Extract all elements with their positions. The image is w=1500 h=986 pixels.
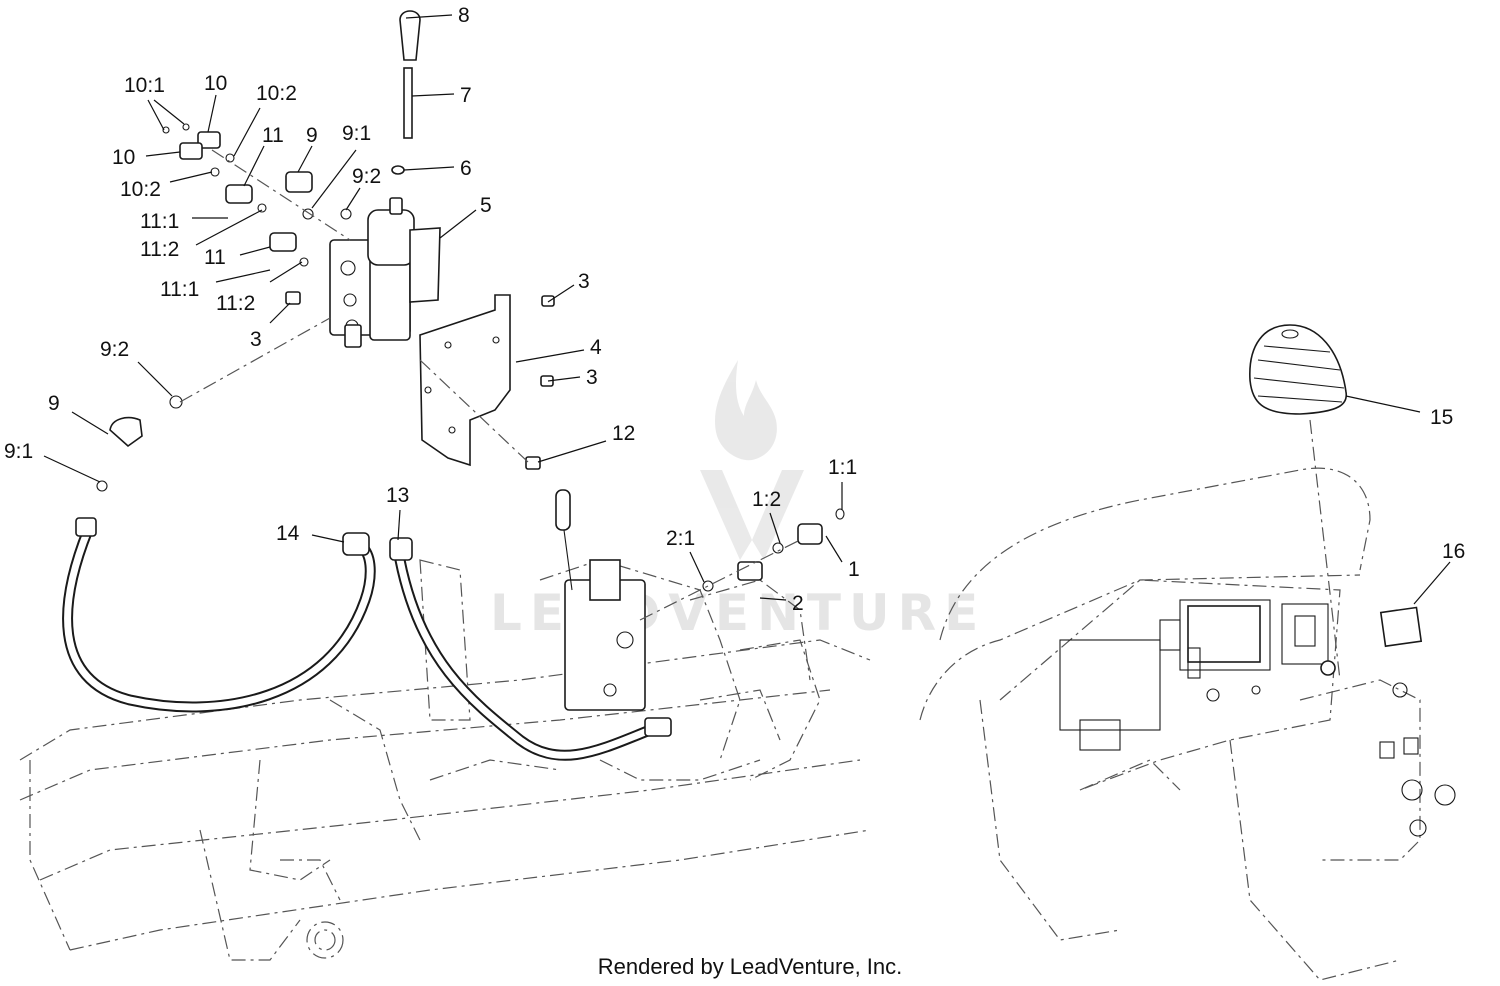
- fitting-14: [342, 532, 370, 556]
- callout-10-a: 10: [204, 72, 227, 95]
- callout-1-1: 1:1: [828, 456, 857, 479]
- alignment-lines: [179, 149, 1341, 681]
- callout-11-1-a: 11:1: [140, 210, 179, 233]
- chassis-frame: [19, 559, 871, 961]
- callout-10-b: 10: [112, 146, 135, 169]
- callout-9-a: 9: [306, 124, 318, 147]
- callout-6: 6: [460, 157, 472, 180]
- control-valve: [329, 197, 415, 348]
- valve-bracket: [409, 227, 441, 303]
- callout-13: 13: [386, 484, 409, 507]
- callout-9-b: 9: [48, 392, 60, 415]
- callout-11-a: 11: [262, 124, 284, 147]
- callout-5: 5: [480, 194, 492, 217]
- callout-15: 15: [1430, 406, 1453, 429]
- lower-valve-assembly: [555, 489, 646, 711]
- callout-2-1: 2:1: [666, 527, 695, 550]
- callout-10-2-b: 10:2: [120, 178, 161, 201]
- callout-11-b: 11: [204, 246, 226, 269]
- rendered-by-footer: Rendered by LeadVenture, Inc.: [598, 954, 903, 979]
- fittings: [96, 123, 845, 592]
- callout-12: 12: [612, 422, 635, 445]
- leader-lines: [43, 14, 1451, 605]
- callout-10-1: 10:1: [124, 74, 165, 97]
- callout-3-c: 3: [250, 328, 262, 351]
- callout-11-2-a: 11:2: [140, 238, 179, 261]
- mount-bracket: [419, 294, 511, 467]
- callout-4: 4: [590, 336, 602, 359]
- dash-console: [919, 467, 1456, 981]
- callout-labels: 8 7 6 5 3 4 3 12 3 10:1 10 10:2 10 10:2 …: [4, 4, 1465, 615]
- callout-3-b: 3: [586, 366, 598, 389]
- hose-short: [389, 537, 672, 761]
- joystick-boot: [1249, 324, 1348, 415]
- callout-11-1-b: 11:1: [160, 278, 199, 301]
- watermark-logo-icon: [700, 360, 804, 560]
- callout-1: 1: [848, 558, 860, 581]
- callout-11-2-b: 11:2: [216, 292, 255, 315]
- callout-3-a: 3: [578, 270, 590, 293]
- callout-8: 8: [458, 4, 470, 27]
- callout-9-1-a: 9:1: [342, 122, 371, 145]
- control-lever: [391, 10, 421, 175]
- callout-10-2-a: 10:2: [256, 82, 297, 105]
- callout-2: 2: [792, 592, 804, 615]
- callout-9-1-b: 9:1: [4, 440, 33, 463]
- callout-9-2-a: 9:2: [352, 165, 381, 188]
- callout-9-2-b: 9:2: [100, 338, 129, 361]
- callout-14: 14: [276, 522, 300, 545]
- callout-16: 16: [1442, 540, 1465, 563]
- hose-long: [62, 517, 376, 713]
- callout-7: 7: [460, 84, 472, 107]
- callout-1-2: 1:2: [752, 488, 781, 511]
